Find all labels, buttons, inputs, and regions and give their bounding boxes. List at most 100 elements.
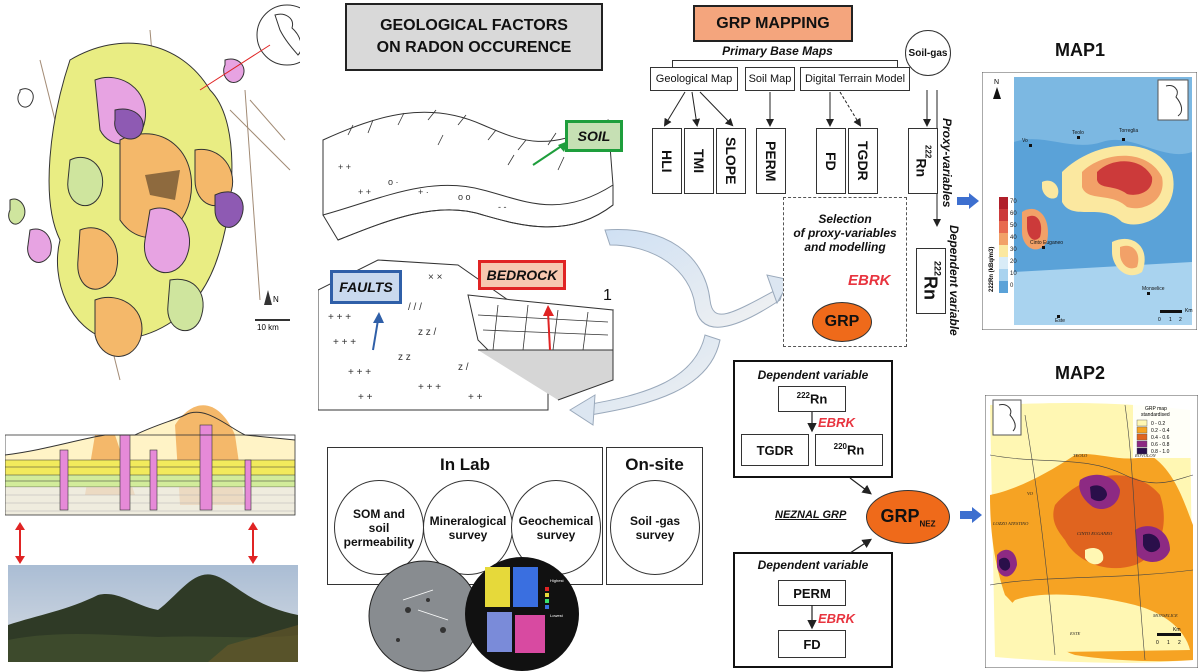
svg-text:+ + +: + + + — [348, 367, 371, 378]
geo-factors-title: GEOLOGICAL FACTORS ON RADON OCCURENCE — [345, 3, 603, 71]
map1-north-icon — [993, 87, 1001, 99]
map2-legend-title2: standardised — [1141, 412, 1170, 418]
dep-rn-text: Rn — [920, 276, 941, 301]
svg-text:Highest: Highest — [550, 578, 564, 583]
landscape-photo — [8, 565, 298, 662]
map2: GRP map standardised 0 - 0.2 0.2 - 0.4 0… — [985, 395, 1198, 668]
som-circle: SOM and soil permeability — [334, 480, 424, 575]
map1-tick-70: 70 — [1010, 199, 1017, 205]
mineral-circle: Mineralogical survey — [423, 480, 513, 575]
geochem-text: Geochemical survey — [518, 513, 594, 542]
map2-place-vo: VO — [1027, 491, 1034, 496]
map1-place-monselice: Monselice — [1142, 286, 1165, 292]
dtm-text: Digital Terrain Model — [804, 73, 906, 85]
tgdr-text: TGDR — [756, 442, 794, 458]
svg-text:+ ·: + · — [418, 187, 429, 197]
soil-gas-circle: Soil-gas — [905, 30, 951, 76]
neznal-label: NEZNAL GRP — [775, 509, 847, 521]
svg-text:+ +: + + — [358, 187, 371, 197]
selection-line1: Selection — [818, 212, 872, 226]
number-label: 1 — [603, 287, 612, 304]
map1-tick-60: 60 — [1010, 211, 1017, 217]
map2-place-monselice: MONSELICE — [1152, 613, 1178, 618]
north-arrow-icon — [264, 290, 272, 305]
svg-text:o ·: o · — [388, 177, 399, 187]
in-lab-title: In Lab — [439, 455, 491, 474]
dtm-box: Digital Terrain Model — [800, 67, 910, 91]
scale-label: 10 km — [257, 323, 279, 332]
ebrk2-label: EBRK — [818, 611, 855, 626]
dep-var-2: Dependent variable — [757, 558, 869, 572]
map1-tick-10: 10 — [1010, 271, 1017, 277]
fd-box-text: FD — [803, 636, 821, 652]
var-perm: PERM — [756, 128, 786, 194]
perm-text: PERM — [763, 140, 779, 182]
curved-arrows — [569, 228, 785, 426]
svg-text:o o: o o — [458, 192, 471, 202]
dep-rn-sup: 222 — [932, 261, 943, 277]
map1-tick-40: 40 — [1010, 235, 1017, 241]
grp-title-text: GRP MAPPING — [716, 14, 830, 32]
var-tgdr: TGDR — [848, 128, 878, 194]
map1-tick-0: 0 — [1010, 283, 1014, 289]
map2-legend-3: 0.6 - 0.8 — [1151, 442, 1170, 448]
svg-text:+ +: + + — [468, 392, 483, 403]
map1-tick-30: 30 — [1010, 247, 1017, 253]
map2-scale-1: 1 — [1167, 640, 1170, 646]
double-arrow-left — [15, 522, 25, 564]
slope-text: SLOPE — [723, 137, 739, 185]
grp-nez-text: GRP — [880, 505, 920, 526]
faults-label: FAULTS — [330, 270, 402, 304]
soilgas-circle: Soil -gas survey — [610, 480, 700, 575]
map2-legend-0: 0 - 0.2 — [1151, 421, 1165, 427]
geo-map-text: Geological Map — [655, 73, 733, 85]
tmi-text: TMI — [691, 148, 707, 174]
bedrock-label-text: BEDROCK — [486, 267, 558, 283]
mineral-text: Mineralogical survey — [429, 513, 507, 542]
grp-node: GRP — [812, 302, 872, 342]
ebrk1-label: EBRK — [818, 415, 855, 430]
soilgas-text: Soil -gas survey — [629, 513, 680, 542]
map1-scale-km: Km — [1185, 308, 1193, 314]
rn220-sup: 220 — [833, 442, 847, 452]
hli-text: HLI — [659, 149, 675, 173]
map2-scale-km: Km — [1173, 627, 1181, 633]
var-hli: HLI — [652, 128, 682, 194]
soil-label: SOIL — [565, 120, 623, 152]
map1-scale-2: 2 — [1179, 317, 1182, 323]
soil-label-text: SOIL — [577, 128, 611, 144]
tgdr-box: TGDR — [741, 434, 809, 466]
svg-text:Lowest: Lowest — [550, 613, 564, 618]
svg-text:z z /: z z / — [418, 327, 437, 338]
svg-text:+ + +: + + + — [333, 337, 356, 348]
map1-place-este: Este — [1055, 318, 1065, 324]
map2-place-rovolon: ROVOLON — [1134, 453, 1157, 458]
map1-north: N — [994, 79, 999, 86]
svg-text:+ + +: + + + — [328, 312, 351, 323]
svg-text:z /: z / — [458, 362, 469, 373]
perm-box-text: PERM — [793, 585, 831, 601]
map1-tick-50: 50 — [1010, 223, 1017, 229]
dep-var-1: Dependent variable — [757, 368, 869, 382]
neznal-arrows — [807, 412, 873, 630]
dependent-variable-label: Dependent variable — [947, 225, 961, 336]
rn222-text: Rn — [810, 391, 828, 407]
soil-gas-text: Soil-gas — [908, 47, 948, 59]
som-text: SOM and soil permeability — [343, 506, 415, 549]
map2-place-lozzo: LOZZO ATESTINO — [992, 521, 1029, 526]
grp-mapping-title: GRP MAPPING — [693, 5, 853, 42]
map1-axis-label: 222Rn (kBq/m3) — [989, 247, 995, 292]
faults-label-text: FAULTS — [339, 279, 393, 295]
rn222-box: 222Rn — [778, 386, 846, 412]
var-fd: FD — [816, 128, 846, 194]
geo-title-line1: GEOLOGICAL FACTORS — [380, 17, 568, 34]
rn-sup: 222 — [923, 144, 933, 159]
cross-section — [5, 405, 296, 516]
map1-scale-0: 0 — [1158, 317, 1161, 323]
map1-tick-20: 20 — [1010, 259, 1017, 265]
proxy-variables-label: Proxy-variables — [940, 118, 954, 208]
svg-text:+ +: + + — [358, 392, 373, 403]
map2-scale-2: 2 — [1178, 640, 1181, 646]
fd-text: FD — [823, 151, 839, 171]
rn222-sup: 222 — [796, 391, 810, 401]
